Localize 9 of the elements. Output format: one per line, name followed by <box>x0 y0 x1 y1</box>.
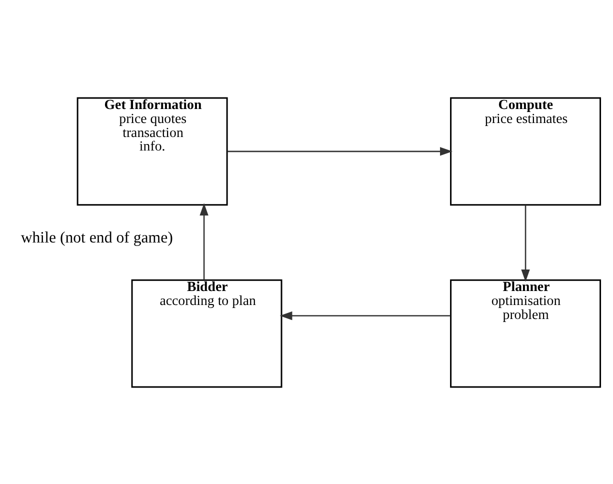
arrow <box>280 310 450 320</box>
node-box: Compute price estimates <box>450 96 602 206</box>
node-box: Bidder according to plan <box>131 278 282 388</box>
arrow <box>200 202 208 280</box>
arrow <box>521 204 530 282</box>
node-box: Get Information price quotes transaction info. <box>76 96 228 206</box>
arrow <box>227 146 453 156</box>
node-box: Planner optimisation problem <box>450 278 602 388</box>
label: while (not end of game) <box>20 228 173 246</box>
